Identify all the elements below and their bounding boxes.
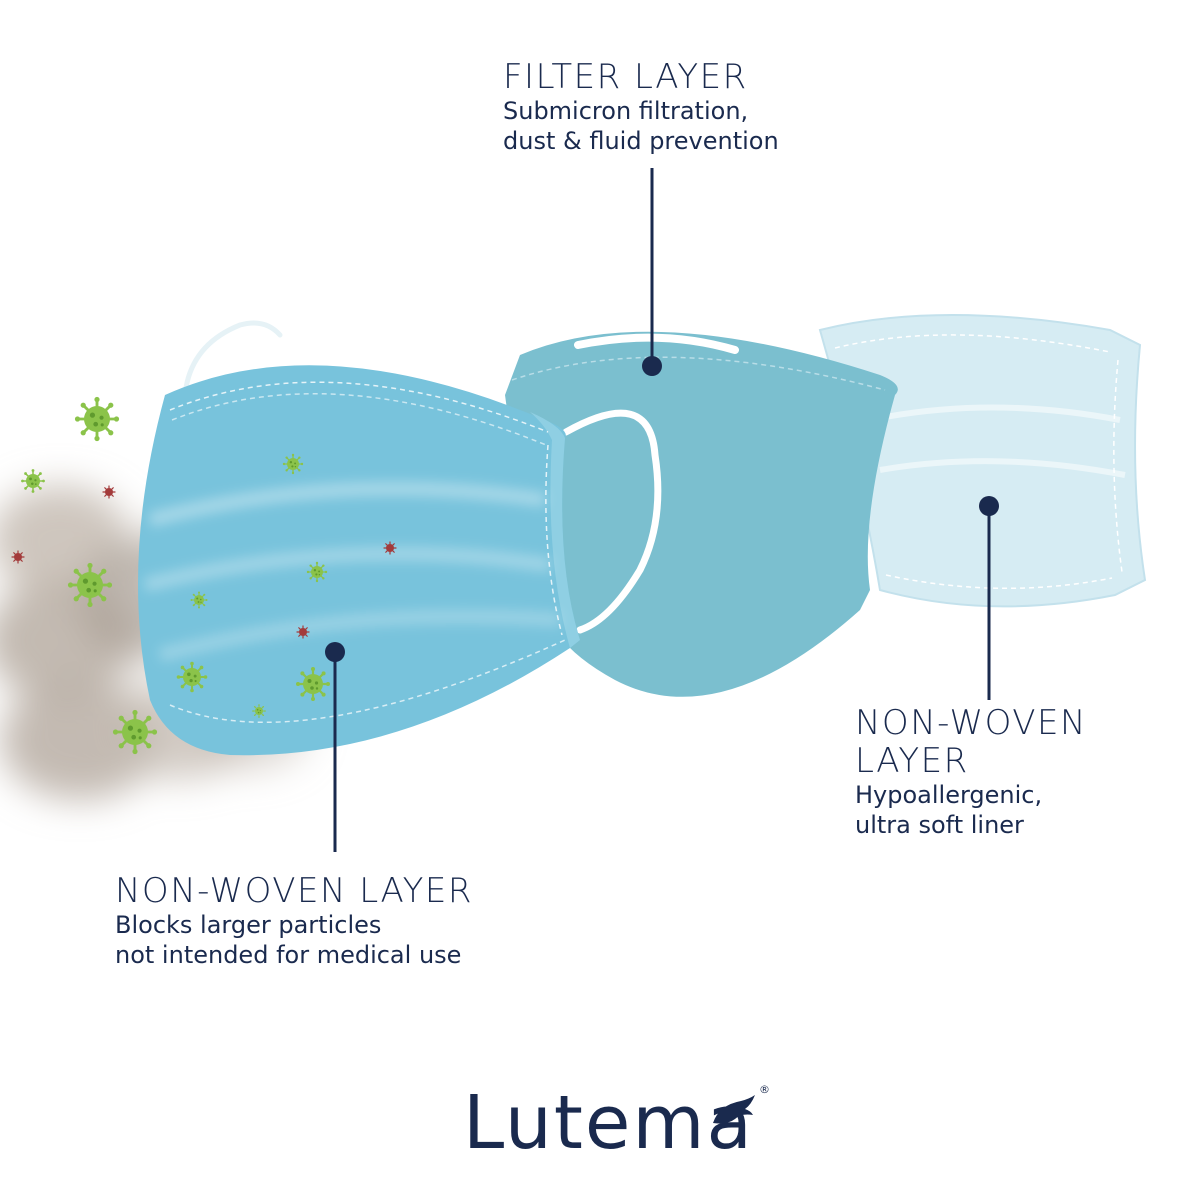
callout-dot-inner <box>979 496 999 516</box>
outer-mask-seam-top <box>169 381 549 433</box>
inner-layer-label: NON-WOVEN LAYER Hypoallergenic, ultra so… <box>855 704 1087 840</box>
brand-name: Lutema <box>463 1080 754 1166</box>
outer-mask-seam-top2 <box>171 393 547 446</box>
outer-layer-title: NON-WOVEN LAYER <box>115 871 474 911</box>
callouts <box>325 168 999 852</box>
virus-icon <box>296 625 310 639</box>
virus-icon <box>102 485 116 499</box>
filter-layer-desc-line2: dust & fluid prevention <box>503 127 779 155</box>
virus-icon <box>250 702 268 720</box>
filter-mask-layer <box>505 331 898 697</box>
virus-icon <box>283 454 303 474</box>
inner-mask-seam-side <box>1113 359 1123 573</box>
filter-mask-seam <box>511 356 886 391</box>
registered-mark: ® <box>759 1083 770 1096</box>
virus-icon <box>191 592 208 609</box>
virus-icon <box>68 563 112 607</box>
outer-mask-layer <box>138 320 580 756</box>
virus-icon <box>21 469 45 493</box>
outer-layer-desc-line1: Blocks larger particles <box>115 911 382 939</box>
inner-layer-title-line1: NON-WOVEN <box>855 703 1087 743</box>
inner-layer-title-line2: LAYER <box>855 741 969 781</box>
inner-mask-layer <box>818 314 1147 608</box>
outer-layer-desc-line2: not intended for medical use <box>115 941 462 969</box>
virus-icon <box>177 662 208 693</box>
filter-layer-desc-line1: Submicron filtration, <box>503 97 749 125</box>
brand-logo: Lutema ® <box>463 1083 783 1163</box>
filter-mask-nose-wire <box>574 333 739 354</box>
filter-layer-title: FILTER LAYER <box>503 57 748 97</box>
inner-layer-desc-line2: ultra soft liner <box>855 811 1024 839</box>
inner-mask-pleat <box>869 404 1121 423</box>
outer-layer-label: NON-WOVEN LAYER Blocks larger particles … <box>115 872 473 970</box>
virus-icon <box>383 541 397 555</box>
virus-icon <box>113 710 157 754</box>
outer-mask-seam-side <box>545 444 563 636</box>
inner-mask-seam-top <box>834 334 1111 353</box>
outer-mask-side-band <box>530 412 580 648</box>
virus-icon <box>307 562 327 582</box>
inner-mask-seam-bottom <box>885 574 1113 590</box>
callout-dot-filter <box>642 356 662 376</box>
filter-mask-body <box>505 331 898 697</box>
callout-dot-outer <box>325 642 345 662</box>
outer-ear-loop <box>182 320 283 398</box>
virus-icon <box>75 397 119 441</box>
outer-mask-pleats <box>143 481 561 662</box>
inner-mask-pleat <box>879 458 1126 478</box>
virus-icon <box>11 550 25 564</box>
inner-layer-desc-line1: Hypoallergenic, <box>855 781 1043 809</box>
filter-layer-label: FILTER LAYER Submicron filtration, dust … <box>503 58 779 156</box>
filter-mask-ear-loop <box>562 409 662 634</box>
bird-logo-icon <box>713 1095 755 1124</box>
virus-icon <box>296 667 330 701</box>
